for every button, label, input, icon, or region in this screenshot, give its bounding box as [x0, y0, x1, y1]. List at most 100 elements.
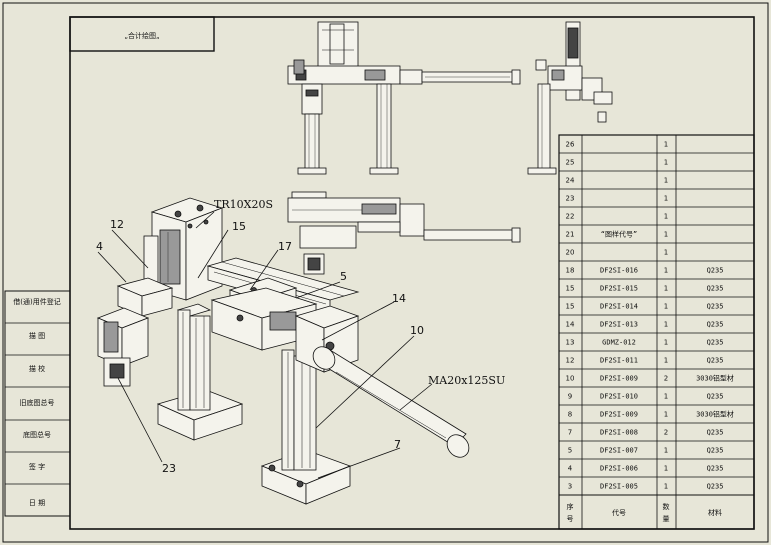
bom-cell-material: Q235: [707, 447, 724, 455]
bom-cell-qty: 1: [664, 195, 668, 203]
bom-cell-code: DF2SI-013: [600, 321, 638, 329]
bom-cell-no: 4: [568, 465, 573, 473]
bom-cell-code: DF2SI-015: [600, 285, 638, 293]
bom-cell-code: DF2SI-014: [600, 303, 638, 311]
bom-header-code: 代号: [612, 508, 626, 517]
title-box: „合计绘图„: [69, 16, 215, 52]
left-field-1: 描 图: [29, 331, 45, 340]
left-record-block: 借(通)用件登记 描 图 描 校 旧底图总号 底图总号 签 字 日 期: [4, 290, 71, 517]
left-field-6: 日 期: [29, 499, 45, 507]
bom-cell-material: 3030铝型材: [696, 374, 734, 383]
bom-cell-no: 15: [566, 303, 575, 311]
bom-cell-qty: 1: [664, 411, 668, 419]
left-field-5: 签 字: [29, 462, 45, 471]
bom-header-material: 材料: [708, 508, 722, 517]
balloon-5: 5: [340, 270, 347, 283]
left-field-4: 底图总号: [23, 430, 51, 439]
balloon-12: 12: [110, 218, 124, 231]
bom-cell-qty: 1: [664, 321, 668, 329]
leader-lines: [97, 211, 433, 479]
bom-cell-material: Q235: [707, 357, 724, 365]
bom-cell-qty: 2: [664, 429, 668, 437]
bom-cell-no: 26: [566, 141, 575, 149]
bom-cell-code: DF2SI-011: [600, 357, 638, 365]
bom-cell-no: 8: [568, 411, 572, 419]
bom-cell-no: 20: [566, 249, 575, 257]
bom-cell-qty: 1: [664, 339, 668, 347]
bom-cell-qty: 1: [664, 285, 668, 293]
title-box-text: „合计绘图„: [124, 31, 159, 40]
bom-cell-no: 21: [566, 231, 575, 239]
bom-cell-material: Q235: [707, 429, 724, 437]
bom-cell-code: DF2SI-009: [600, 411, 638, 419]
annotation-screw: TR10X20S: [214, 198, 273, 211]
bom-cell-material: Q235: [707, 303, 724, 311]
balloon-23: 23: [162, 462, 176, 475]
bom-cell-no: 9: [568, 393, 572, 401]
bom-cell-qty: 1: [664, 357, 668, 365]
bom-cell-qty: 1: [664, 213, 668, 221]
bom-cell-material: Q235: [707, 267, 724, 275]
bom-cell-code: DF2SI-006: [600, 465, 638, 473]
balloon-15: 15: [232, 220, 246, 233]
bom-cell-no: 18: [566, 267, 575, 275]
balloon-14: 14: [392, 292, 406, 305]
bom-cell-code: GDMZ-012: [602, 339, 636, 347]
bom-cell-material: 3030铝型材: [696, 410, 734, 419]
bom-cell-no: 12: [566, 357, 575, 365]
balloon-10: 10: [410, 324, 424, 337]
bom-cell-no: 15: [566, 285, 575, 293]
bom-cell-qty: 1: [664, 483, 668, 491]
bom-cell-no: 23: [566, 195, 575, 203]
bom-cell-no: 7: [568, 429, 572, 437]
bom-cell-qty: 1: [664, 267, 668, 275]
bom-cell-code: DF2SI-005: [600, 483, 638, 491]
bom-cell-code: “图样代号”: [601, 230, 637, 239]
left-field-3: 旧底图总号: [20, 398, 55, 407]
bom-header-qty-2: 量: [663, 515, 670, 523]
bom-cell-qty: 1: [664, 465, 668, 473]
bom-cell-code: DF2SI-007: [600, 447, 638, 455]
bom-cell-material: Q235: [707, 339, 724, 347]
bom-cell-material: Q235: [707, 321, 724, 329]
bom-header-qty-1: 数: [663, 502, 670, 511]
bom-cell-material: Q235: [707, 483, 724, 491]
bom-cell-code: DF2SI-008: [600, 429, 638, 437]
balloon-7: 7: [394, 438, 401, 451]
bom-cell-qty: 1: [664, 231, 668, 239]
bom-cell-no: 24: [566, 177, 575, 185]
bom-cell-material: Q235: [707, 285, 724, 293]
balloon-17: 17: [278, 240, 292, 253]
bom-cell-qty: 1: [664, 303, 668, 311]
bom-cell-qty: 2: [664, 375, 668, 383]
annotation-cylinder: MA20x125SU: [428, 374, 505, 387]
isometric-assembly: [96, 197, 470, 505]
bom-cell-code: DF2SI-009: [600, 375, 638, 383]
bom-cell-qty: 1: [664, 177, 668, 185]
bom-cell-no: 22: [566, 213, 575, 221]
bom-cell-material: Q235: [707, 465, 724, 473]
bom-header-no-2: 号: [567, 515, 574, 523]
left-field-2: 描 校: [29, 364, 45, 373]
bom-cell-code: DF2SI-016: [600, 267, 638, 275]
bom-cell-qty: 1: [664, 393, 668, 401]
bom-cell-qty: 1: [664, 447, 668, 455]
bom-cell-code: DF2SI-010: [600, 393, 638, 401]
bom-cell-no: 13: [566, 339, 575, 347]
bom-cell-no: 14: [566, 321, 575, 329]
bom-cell-qty: 1: [664, 141, 668, 149]
bom-cell-no: 5: [568, 447, 572, 455]
bom-cell-no: 25: [566, 159, 575, 167]
left-field-0: 借(通)用件登记: [13, 297, 60, 306]
bom-header-no-1: 序: [567, 502, 574, 511]
balloon-4: 4: [96, 240, 103, 253]
bom-cell-no: 3: [568, 483, 572, 491]
side-view: [527, 21, 613, 175]
bom-cell-no: 10: [566, 375, 575, 383]
bom-cell-qty: 1: [664, 249, 668, 257]
front-view: [287, 21, 521, 175]
